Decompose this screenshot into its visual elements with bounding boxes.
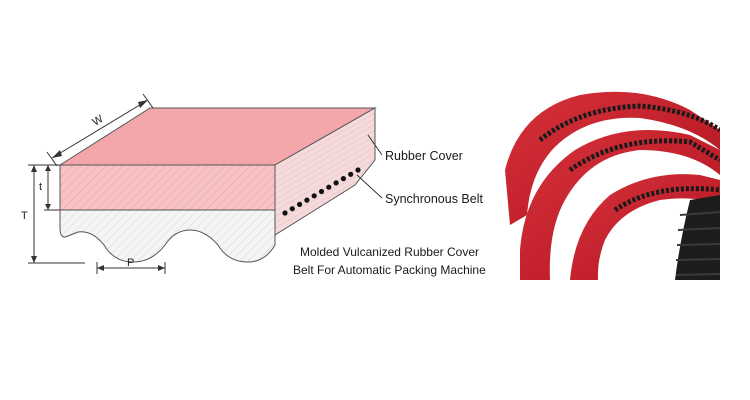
photo-belt-outer bbox=[505, 91, 720, 225]
tension-cord-dot bbox=[355, 167, 361, 173]
belt-cross-section bbox=[58, 107, 377, 263]
width-label: W bbox=[90, 113, 106, 129]
belt-photo bbox=[505, 91, 720, 280]
pitch-label: P bbox=[127, 257, 134, 269]
tension-cords bbox=[282, 167, 361, 216]
rubber-cover-front-face bbox=[59, 164, 276, 211]
synchronous-belt-callout: Synchronous Belt bbox=[385, 192, 484, 206]
tension-cord-dot bbox=[348, 171, 354, 177]
photo-belt-inner bbox=[570, 174, 720, 280]
tension-cord-dot bbox=[289, 206, 295, 212]
tension-cord-dot bbox=[333, 180, 339, 186]
tension-cord-dot bbox=[304, 197, 310, 203]
photo-belt-teeth bbox=[675, 195, 720, 280]
rubber-cover-callout: Rubber Cover bbox=[385, 149, 463, 163]
tension-cord-dot bbox=[282, 210, 288, 216]
caption-line-2: Belt For Automatic Packing Machine bbox=[293, 263, 486, 277]
cover-thickness-label: t bbox=[39, 181, 42, 193]
tension-cord-dot bbox=[318, 188, 325, 195]
dimension-arrowheads bbox=[31, 100, 165, 271]
caption-line-1: Molded Vulcanized Rubber Cover bbox=[300, 245, 479, 259]
tension-cord-dot bbox=[297, 201, 303, 207]
tension-cord-dot bbox=[340, 176, 346, 182]
total-thickness-label: T bbox=[21, 210, 28, 222]
tension-cord-dot bbox=[326, 184, 332, 190]
synchronous-belt-profile bbox=[59, 209, 276, 263]
dimension-lines bbox=[28, 93, 383, 274]
tension-cord-dot bbox=[311, 193, 317, 199]
